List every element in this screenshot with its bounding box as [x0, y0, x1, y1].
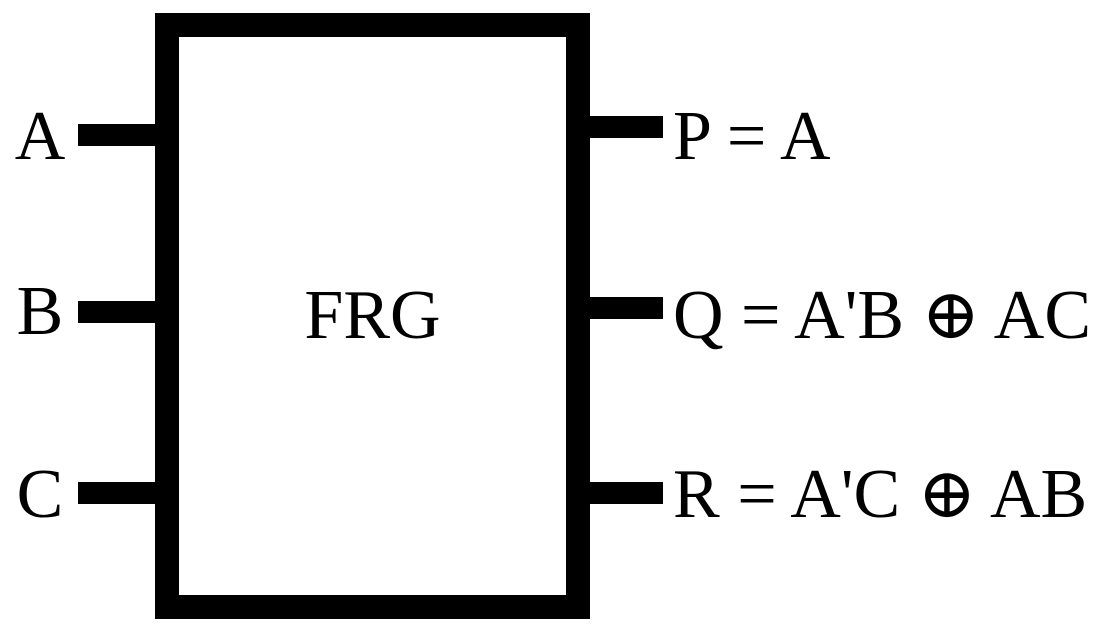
output-label-r: R = A'C ⊕ AB	[673, 456, 1088, 533]
gate-name: FRG	[304, 277, 441, 354]
input-line-b	[78, 301, 168, 323]
input-line-c	[78, 482, 168, 504]
input-label-c: C	[16, 456, 64, 533]
input-line-a	[78, 124, 168, 146]
output-label-p: P = A	[673, 98, 831, 175]
input-label-a: A	[14, 98, 66, 175]
output-line-r	[575, 482, 663, 504]
output-label-q: Q = A'B ⊕ AC	[673, 277, 1092, 354]
output-line-q	[575, 297, 663, 319]
output-line-p	[575, 116, 663, 138]
input-label-b: B	[16, 273, 64, 350]
